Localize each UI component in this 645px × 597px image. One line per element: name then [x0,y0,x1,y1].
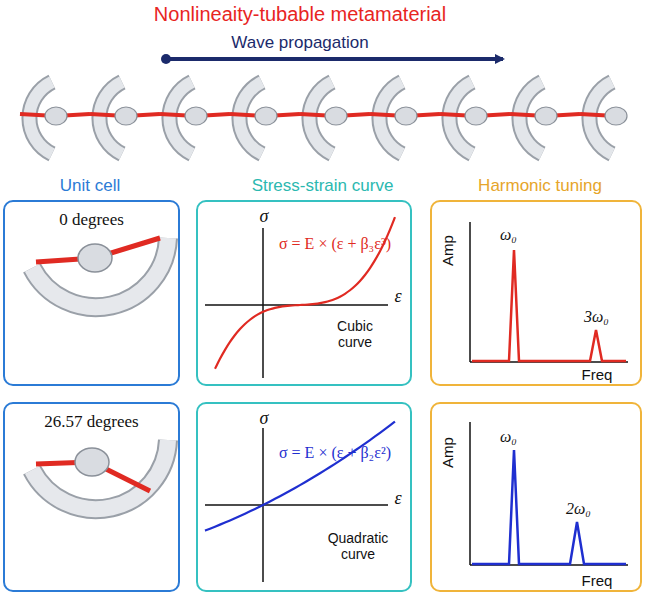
panel-box: 0 degrees [3,200,180,386]
quadratic-curve [205,422,395,531]
unit-cell-0deg [32,238,168,307]
panel-text: ω₀ [500,226,534,244]
column-heading: Harmonic tuning [440,176,640,196]
spectrum-axes [470,222,628,565]
panel-box: σ = E × (ε + β₃ε³) Cubic curve σ ε [196,200,412,386]
panel-text: 26.57 degrees [5,412,178,432]
panel-box: Amp ω₀ 3ω₀ Freq [430,200,642,386]
spectrum-peaks-blue [472,450,626,564]
panel-text: σ = E × (ε + β₂ε²) [270,444,400,462]
panel-text: 2ω₀ [566,500,610,518]
column-heading: Unit cell [10,176,170,196]
panel-text: Freq [572,572,622,589]
unit-cell-26deg [32,440,168,509]
metamaterial-chain [20,82,627,154]
panel-text: Amp [439,231,456,271]
title: Nonlineaity-tubable metamaterial [0,3,600,26]
panel-text: Quadratic curve [318,530,398,562]
panel-box: 26.57 degrees [3,402,180,592]
panel-box: σ = E × (ε + β₂ε²) Quadratic curve σ ε [196,402,412,592]
arrow-dot [161,54,171,64]
arrow-label: Wave propagation [180,33,420,53]
panel-text: ω₀ [500,428,534,446]
panel-text: 0 degrees [5,210,178,230]
panel-text: ε [390,488,406,509]
panel-text: σ [254,408,274,429]
panel-text: σ [254,206,274,227]
spectrum-peaks-red [472,250,626,361]
panel-text: Cubic curve [324,318,386,350]
panel-text: 3ω₀ [584,308,628,326]
panel-text: Amp [439,433,456,473]
panel-text: σ = E × (ε + β₃ε³) [270,235,400,253]
propagation-arrow [166,57,503,61]
column-heading: Stress-strain curve [200,176,445,196]
panel-box: Amp ω₀ 2ω₀ Freq [430,402,642,592]
panel-text: Freq [572,366,622,383]
panel-text: ε [390,286,406,307]
